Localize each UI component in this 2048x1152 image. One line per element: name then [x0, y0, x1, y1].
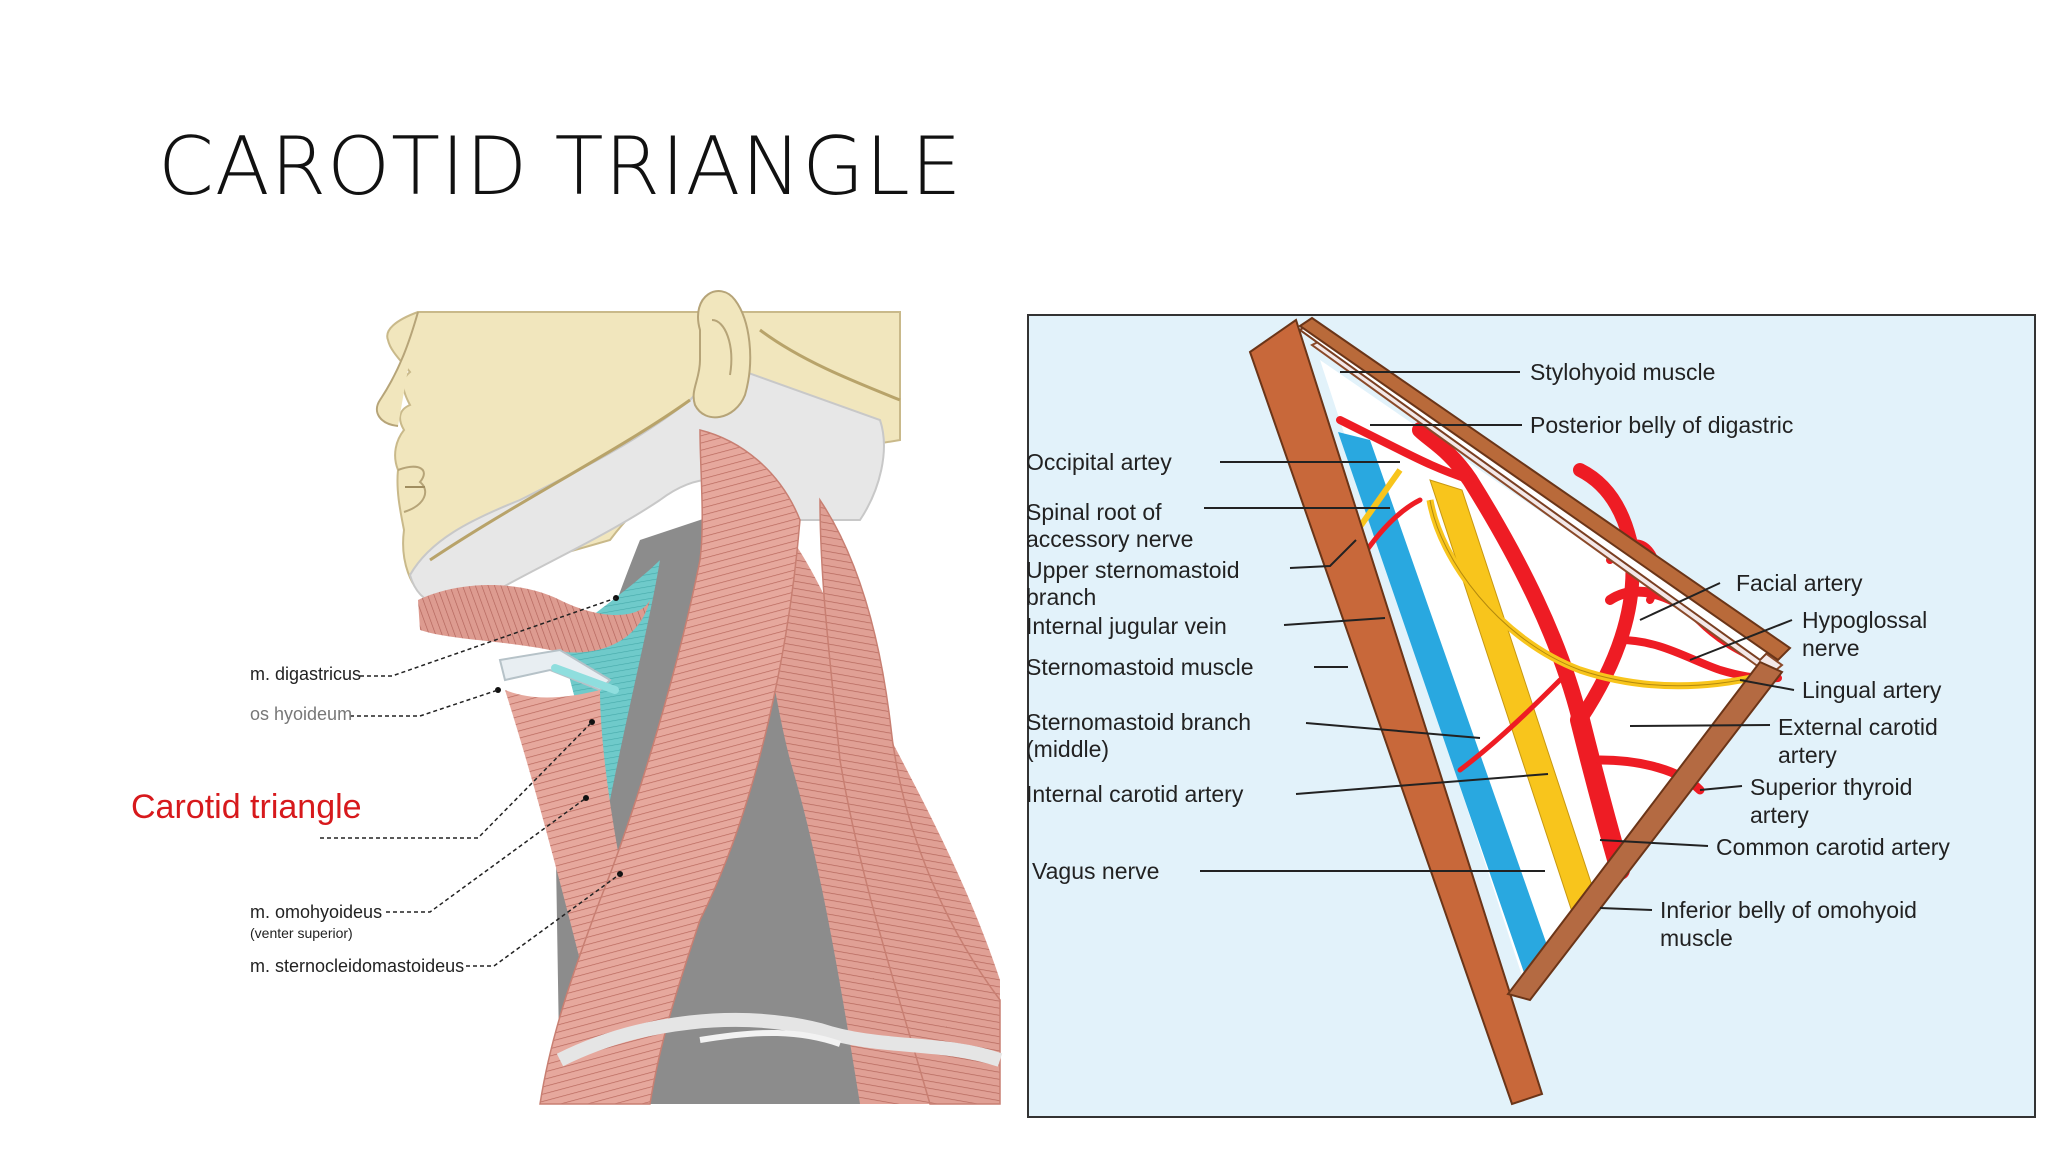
- label-hypoglossal-1: Hypoglossal: [1802, 607, 1927, 633]
- clavicle-band-2: [699, 1029, 841, 1047]
- lips: [397, 465, 427, 513]
- leader-scm: [466, 873, 621, 967]
- label-spinal-root-2: accessory nerve: [1026, 526, 1193, 552]
- label-scm-branch-1: Sternomastoid branch: [1026, 709, 1251, 735]
- leader-omohyoid: [386, 797, 587, 913]
- ear: [692, 290, 752, 419]
- label-inf-omohyoid-1: Inferior belly of omohyoid: [1660, 897, 1917, 923]
- omohyoid-border: [1506, 660, 1784, 1002]
- ear-inner: [711, 319, 733, 376]
- occipital-artery: [1336, 416, 1474, 484]
- label-eca-2: artery: [1778, 742, 1837, 768]
- trapezius-muscle: [819, 497, 1001, 1105]
- label-posterior-belly-digastric: Posterior belly of digastric: [1530, 412, 1793, 438]
- label-scm: m. sternocleidomastoideus: [250, 956, 464, 976]
- label-ica: Internal carotid artery: [1026, 781, 1244, 807]
- label-stylohyoid: Stylohyoid muscle: [1530, 359, 1715, 385]
- pointer-dot: [583, 795, 589, 801]
- label-ijv: Internal jugular vein: [1026, 613, 1227, 639]
- label-digastricus: m. digastricus: [250, 664, 361, 684]
- label-sup-thyroid-1: Superior thyroid: [1750, 774, 1912, 800]
- hypoglossal-nerve-edge: [1429, 499, 1761, 687]
- label-scm-branch-2: (middle): [1026, 736, 1109, 762]
- common-carotid: [1570, 710, 1630, 880]
- leader-lines: [1200, 371, 1795, 911]
- label-eca-1: External carotid: [1778, 714, 1938, 740]
- label-occipital: Occipital artey: [1026, 449, 1172, 475]
- slide-title: CAROTID TRIANGLE: [158, 120, 963, 213]
- triangle-diagram: Stylohyoid muscle Posterior belly of dig…: [1026, 314, 2036, 1118]
- label-spinal-root-1: Spinal root of: [1026, 499, 1162, 525]
- label-inf-omohyoid-2: muscle: [1660, 925, 1733, 951]
- leader-digastricus: [360, 597, 617, 677]
- nose: [375, 311, 419, 427]
- leader-carotid: [320, 721, 593, 839]
- label-scm-muscle: Sternomastoid muscle: [1026, 654, 1254, 680]
- sternomastoid-branch: [1457, 677, 1563, 773]
- label-upper-scm-2: branch: [1026, 584, 1096, 610]
- pointer-dot: [495, 687, 501, 693]
- label-cca: Common carotid artery: [1716, 834, 1950, 860]
- internal-jugular-vein: [1338, 432, 1555, 990]
- sternomastoid-muscle: [1248, 318, 1544, 1106]
- label-upper-scm-1: Upper sternomastoid: [1026, 557, 1240, 583]
- digastric-top-border: [1298, 316, 1792, 662]
- jaw-bone: [408, 366, 885, 607]
- label-carotid-triangle: Carotid triangle: [131, 788, 362, 826]
- neck-illustration: m. digastricus os hyoideum Carotid trian…: [131, 290, 1003, 1105]
- label-facial: Facial artery: [1736, 570, 1863, 596]
- label-omohyoideus-sub: (venter superior): [250, 925, 353, 941]
- label-hypoglossal-2: nerve: [1802, 635, 1860, 661]
- scm-muscle: [539, 429, 801, 1105]
- label-hyoid: os hyoideum: [250, 704, 352, 724]
- label-vagus: Vagus nerve: [1032, 858, 1159, 884]
- leader-hyoid: [350, 689, 499, 717]
- clavicle-band: [556, 1013, 1003, 1067]
- digastric-muscle: [418, 585, 650, 653]
- hyoid-horn: [551, 664, 619, 694]
- label-omohyoideus: m. omohyoideus: [250, 902, 382, 922]
- hairline: [759, 328, 901, 402]
- label-sup-thyroid-2: artery: [1750, 802, 1809, 828]
- jaw-line: [429, 398, 691, 562]
- label-lingual: Lingual artery: [1802, 677, 1942, 703]
